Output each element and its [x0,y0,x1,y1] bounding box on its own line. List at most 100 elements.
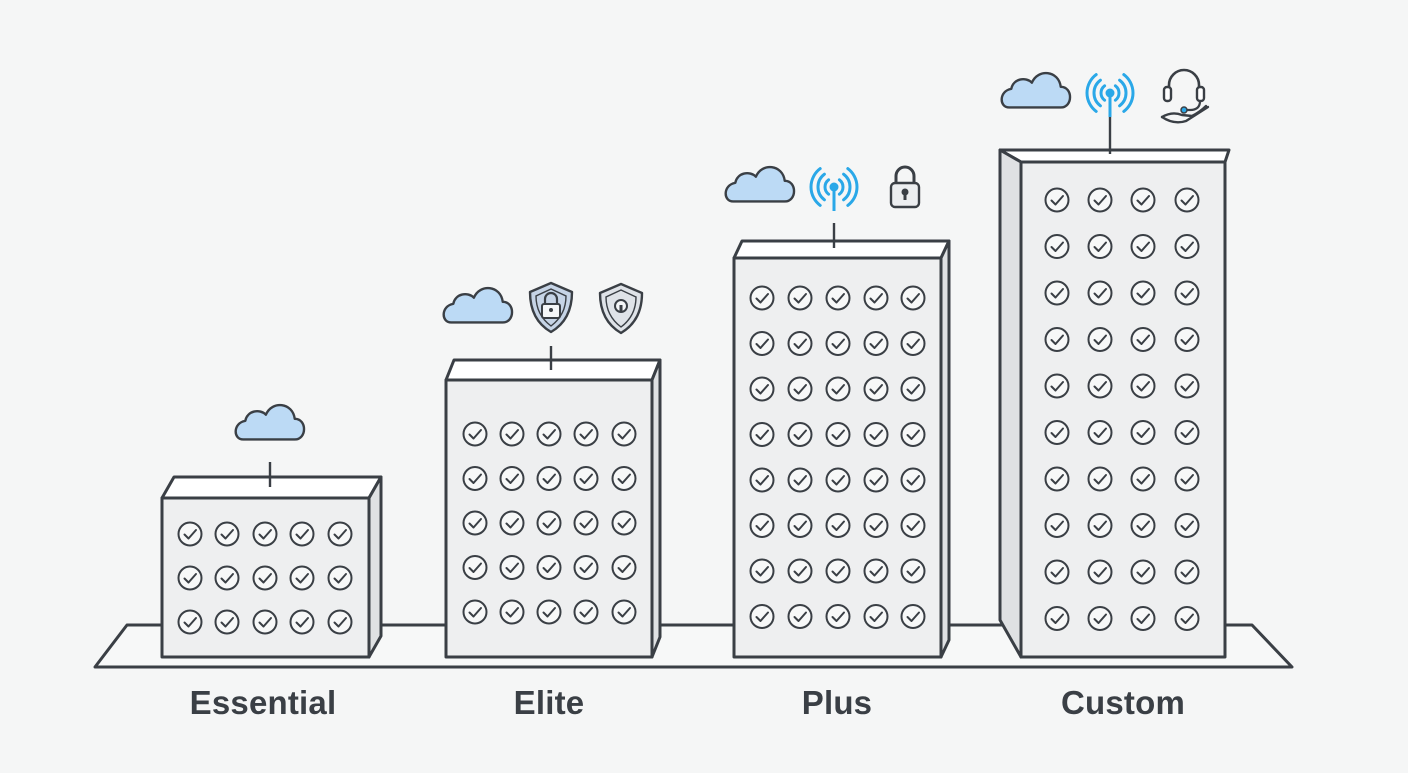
check-icon [1174,513,1200,538]
check-icon [611,555,637,580]
check-icon [573,510,599,536]
check-icon [825,285,851,311]
check-icon [1087,559,1113,585]
tier-building-plus [732,223,951,659]
check-icon [1044,187,1070,213]
check-icon [900,604,926,629]
tier-building-custom [998,100,1231,659]
check-icon [1044,513,1070,538]
check-icon [1174,187,1200,213]
check-icon [462,599,488,625]
check-icon [177,565,203,591]
check-icon [536,510,562,536]
building-top-elite [444,358,662,382]
tier-building-elite [444,346,662,659]
check-icon [1087,606,1113,631]
check-icon [900,513,926,538]
check-icon [1087,373,1113,399]
check-icon [1130,606,1156,631]
check-icon [863,331,889,356]
headset-support-icon [1160,68,1210,124]
check-icon [573,466,599,491]
check-icon [1130,280,1156,306]
check-icon [1174,606,1200,631]
check-icon [289,609,315,635]
check-icon [1130,373,1156,399]
check-icon [787,513,813,538]
check-icon [787,285,813,311]
check-icon [863,604,889,629]
check-icon [825,558,851,584]
check-icon [499,599,525,625]
check-icon [900,467,926,493]
check-icon [749,513,775,538]
check-icon [611,466,637,491]
check-icon [863,513,889,538]
check-icon [1130,420,1156,445]
tier-label-plus: Plus [801,684,873,721]
check-icon [1044,466,1070,492]
check-icon [787,331,813,356]
shield-lock-icon [528,281,574,334]
check-icon [611,510,637,536]
check-icon [252,609,278,635]
cloud-icon [234,403,306,441]
check-icon [863,467,889,493]
check-icon [536,421,562,447]
check-icon [1044,373,1070,399]
check-icon [1044,559,1070,585]
check-icon [749,422,775,447]
cloud-icon [1000,71,1072,109]
check-icon [252,521,278,547]
check-icon [749,376,775,402]
tier-label-custom: Custom [1060,684,1186,721]
check-icon [536,555,562,580]
check-icon [1174,280,1200,306]
check-icon [499,555,525,580]
check-icon [214,609,240,635]
check-icon [863,422,889,447]
check-icon [536,599,562,625]
cloud-icon [442,286,514,324]
check-icon [900,558,926,584]
check-icon [863,285,889,311]
check-icon [825,513,851,538]
check-icon [573,421,599,447]
check-icon [252,565,278,591]
check-icon [1087,280,1113,306]
check-icon [573,599,599,625]
check-icon [749,467,775,493]
check-icon [462,555,488,580]
check-icon [825,376,851,402]
check-icon [1087,187,1113,213]
check-icon [1087,327,1113,352]
check-icon [749,558,775,584]
antenna-icon [809,167,859,211]
padlock-icon [889,165,921,209]
building-front-plus [732,256,943,659]
check-icon [1174,559,1200,585]
check-icon [499,466,525,491]
check-icon [825,467,851,493]
check-icon [1130,234,1156,259]
check-icon [1044,606,1070,631]
check-icon [327,521,353,547]
check-icon [1130,187,1156,213]
check-icon [825,604,851,629]
check-icon [1087,420,1113,445]
tier-label-essential: Essential [189,684,337,721]
check-icon [787,558,813,584]
check-icon [327,609,353,635]
check-icon [536,466,562,491]
check-icon [611,599,637,625]
shield-keyhole-icon [598,282,644,335]
check-icon [787,376,813,402]
building-top-plus [732,239,951,260]
check-icon [611,421,637,447]
tier-label-elite: Elite [513,684,585,721]
check-icon [462,421,488,447]
building-side-custom [998,148,1023,659]
check-icon [499,510,525,536]
check-icon [1130,559,1156,585]
